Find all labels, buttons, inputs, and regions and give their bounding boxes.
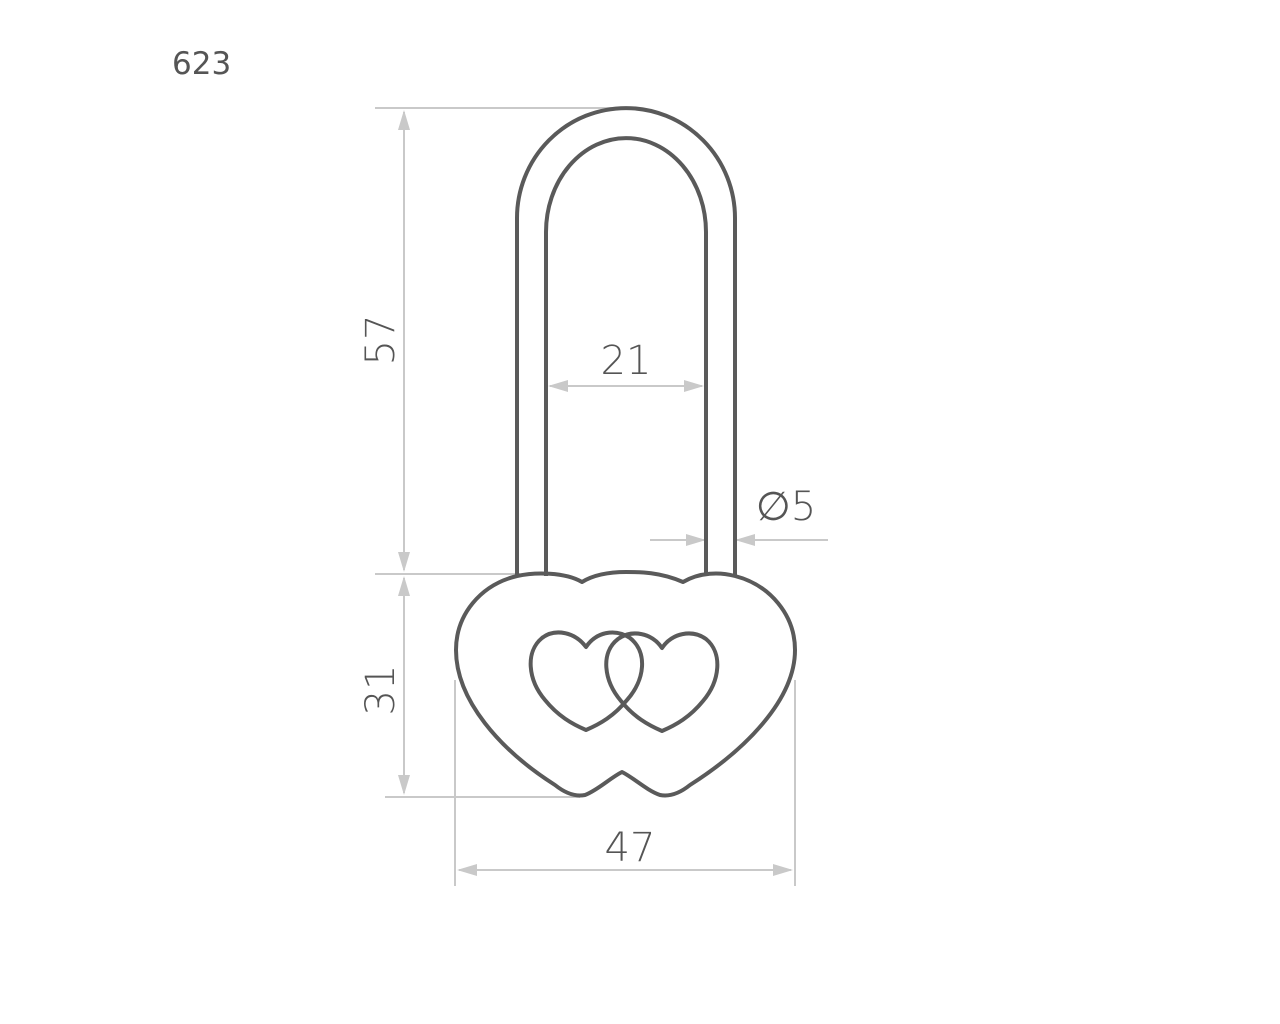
model-number: 623	[172, 46, 231, 82]
body-height-label: 31	[358, 665, 404, 716]
right-heart	[604, 631, 720, 733]
dimension-lines	[375, 107, 828, 886]
shackle-diameter-label: ∅5	[756, 484, 816, 530]
body-width-label: 47	[605, 825, 656, 871]
shackle-height-label: 57	[358, 315, 404, 366]
shackle	[515, 106, 737, 576]
left-heart	[528, 630, 645, 732]
heart-body	[454, 570, 797, 798]
shackle-width-label: 21	[601, 338, 652, 384]
